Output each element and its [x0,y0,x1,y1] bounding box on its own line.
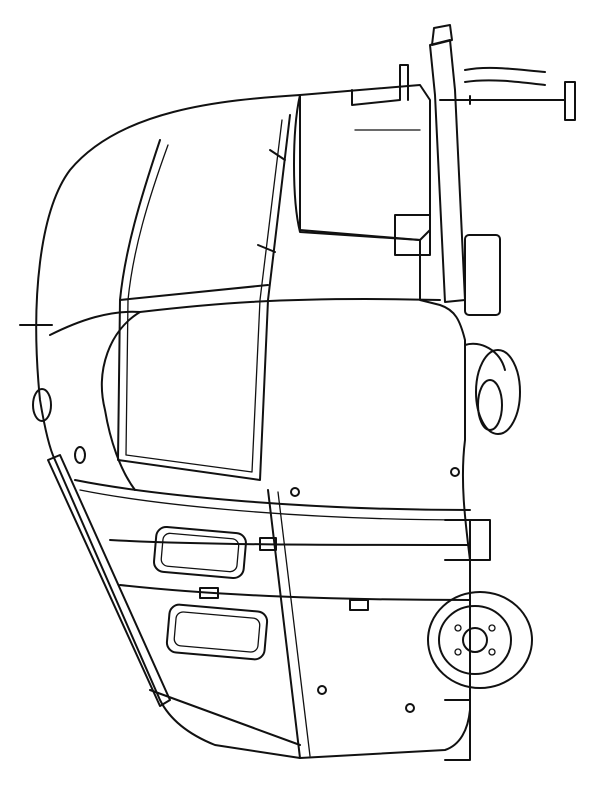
roof-window-frame [117,114,291,481]
hitch-bracket [351,64,409,106]
rivet [290,487,300,497]
front-cap-line [49,298,441,336]
storage-box [464,234,501,316]
front-light [32,388,52,422]
belt-line-upper [74,479,471,511]
front-wheel [475,349,521,435]
lug-nut [488,624,496,632]
cable-ties [257,149,286,253]
lug-nut [488,648,496,656]
side-window-lower [165,603,269,661]
roof-window-inner [125,119,283,473]
side-window-lower-inner [173,611,261,653]
belt-line-lower [119,584,471,601]
latch-1 [199,587,219,599]
latch-2 [349,599,369,611]
front-cap-inner-curve [100,311,141,491]
propane-cover [293,84,431,241]
front-wheel-hub [477,379,503,431]
entry-step [444,519,491,586]
front-window [119,284,269,301]
rear-bumper [444,699,471,761]
hitch-coupler [431,24,453,46]
rear-wheel-rim [438,605,512,675]
lug-nut [454,648,462,656]
door-seam-inner [277,491,311,757]
marker-light [74,446,86,464]
trailer-body-outline [35,94,471,759]
awning-rail [47,454,171,707]
belt-line-upper-inner [79,489,471,521]
rear-wheel-hub [462,627,488,653]
belt-line-middle [109,539,471,546]
door-seam [267,489,301,759]
vent-box [259,537,277,551]
side-window-upper [153,525,247,580]
rivet [450,467,460,477]
rear-wheel-tire [427,591,533,689]
lug-nut [454,624,462,632]
battery-box [394,214,431,256]
trailer-tongue [429,39,466,303]
jack-stand [439,81,576,121]
rivet [405,703,415,713]
rivet [317,685,327,695]
side-window-upper-inner [160,532,240,573]
safety-chain [464,66,546,86]
front-fender [464,342,506,371]
awning-arm [149,689,301,746]
